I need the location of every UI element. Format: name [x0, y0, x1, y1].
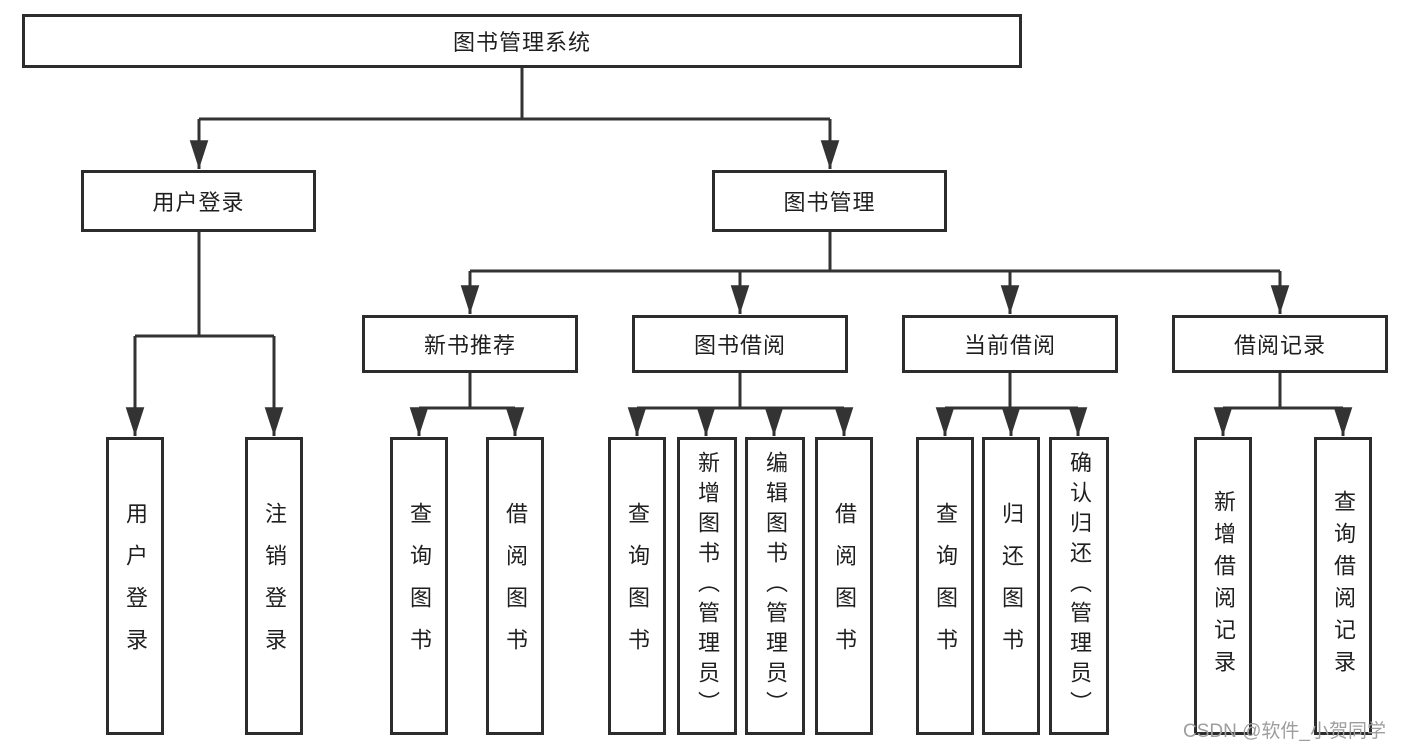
leaf-current-confirm-return-admin-label: 确认归还（管理员）: [1067, 451, 1092, 721]
node-root: 图书管理系统: [22, 14, 1022, 68]
leaf-borrowing-edit-books-admin-label: 编辑图书（管理员）: [763, 451, 788, 721]
leaf-borrowing-borrow-books: 借阅图书: [815, 437, 873, 735]
leaf-borrowing-query-books: 查询图书: [608, 437, 666, 735]
leaf-newbooks-query-books: 查询图书: [390, 437, 448, 735]
leaf-current-confirm-return-admin: 确认归还（管理员）: [1049, 437, 1109, 735]
leaf-records-add-record-label: 新增借阅记录: [1211, 490, 1236, 682]
node-book-borrowing-label: 图书借阅: [693, 333, 786, 358]
leaf-borrowing-borrow-books-label: 借阅图书: [832, 502, 857, 670]
node-book-borrowing: 图书借阅: [632, 315, 848, 373]
node-user-login: 用户登录: [81, 170, 316, 232]
leaf-borrowing-query-books-label: 查询图书: [625, 502, 650, 670]
leaf-newbooks-borrow-books-label: 借阅图书: [503, 502, 528, 670]
node-current-borrowing-label: 当前借阅: [963, 333, 1056, 358]
leaf-current-query-books-label: 查询图书: [933, 502, 958, 670]
leaf-logout: 注销登录: [245, 437, 303, 735]
node-root-label: 图书管理系统: [452, 30, 591, 55]
leaf-current-return-books-label: 归还图书: [999, 502, 1024, 670]
leaf-user-login-label: 用户登录: [123, 502, 148, 670]
leaf-newbooks-query-books-label: 查询图书: [407, 502, 432, 670]
leaf-borrowing-edit-books-admin: 编辑图书（管理员）: [745, 437, 805, 735]
leaf-records-query-record-label: 查询借阅记录: [1331, 490, 1356, 682]
leaf-borrowing-add-books-admin-label: 新增图书（管理员）: [695, 451, 720, 721]
node-borrowing-records-label: 借阅记录: [1233, 333, 1326, 358]
node-new-book-recommendation: 新书推荐: [362, 315, 578, 373]
node-book-management-label: 图书管理: [783, 190, 876, 215]
node-current-borrowing: 当前借阅: [902, 315, 1118, 373]
node-book-management: 图书管理: [712, 170, 947, 232]
leaf-borrowing-add-books-admin: 新增图书（管理员）: [677, 437, 737, 735]
leaf-current-query-books: 查询图书: [916, 437, 974, 735]
node-borrowing-records: 借阅记录: [1172, 315, 1388, 373]
node-user-login-label: 用户登录: [152, 190, 245, 215]
leaf-newbooks-borrow-books: 借阅图书: [486, 437, 544, 735]
node-new-book-recommendation-label: 新书推荐: [423, 333, 516, 358]
leaf-logout-label: 注销登录: [262, 502, 287, 670]
leaf-user-login: 用户登录: [106, 437, 164, 735]
csdn-watermark: CSDN @软件_小贺同学: [1183, 721, 1386, 742]
leaf-records-query-record: 查询借阅记录: [1314, 437, 1372, 735]
leaf-current-return-books: 归还图书: [982, 437, 1040, 735]
leaf-records-add-record: 新增借阅记录: [1194, 437, 1252, 735]
